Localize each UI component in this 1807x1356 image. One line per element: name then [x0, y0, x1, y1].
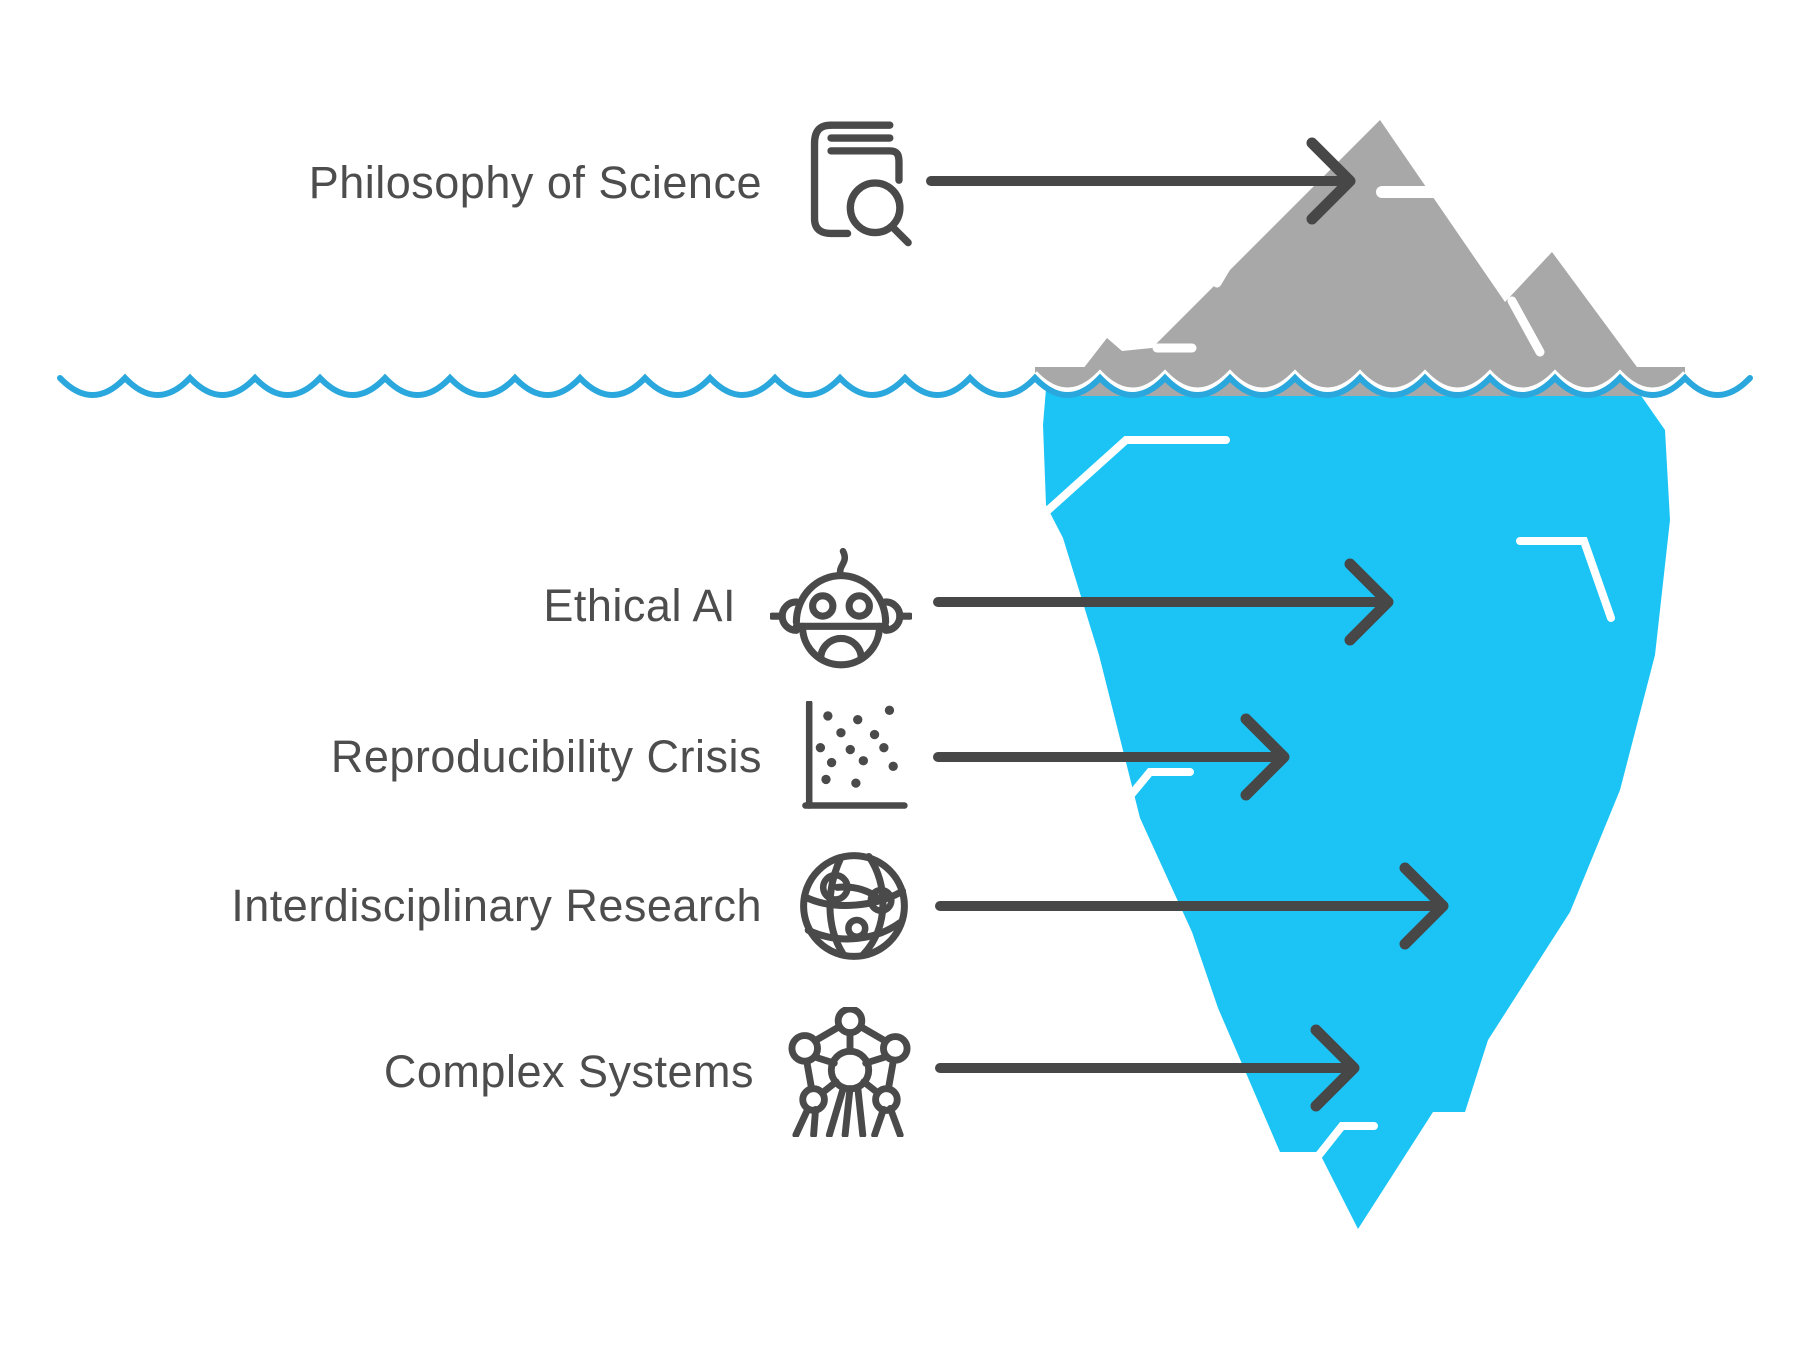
iceberg-underwater-body — [1043, 377, 1670, 1229]
label-row-complex-systems: Complex Systems — [0, 1007, 912, 1137]
crack-line-lower-left — [1117, 768, 1194, 811]
arrow-reproducibility-crisis — [933, 713, 1290, 801]
crack-line-bottom — [1315, 1122, 1378, 1159]
robot-icon — [770, 547, 912, 669]
globe-network-icon — [800, 852, 908, 960]
crack-line-tip-right — [1507, 296, 1545, 357]
water-line — [57, 373, 1753, 398]
crack-line-upper-left — [1042, 436, 1230, 516]
row-label: Philosophy of Science — [308, 157, 762, 209]
arrow-ethical-ai — [933, 558, 1394, 646]
network-structure-icon — [788, 1007, 911, 1137]
label-row-philosophy-of-science: Philosophy of Science — [0, 116, 912, 250]
crack-line-right — [1516, 537, 1615, 622]
book-search-icon — [810, 121, 912, 247]
label-row-reproducibility-crisis: Reproducibility Crisis — [0, 701, 912, 813]
row-label: Interdisciplinary Research — [231, 880, 762, 932]
scatter-plot-icon — [802, 701, 908, 809]
crack-line-tip-slope — [1212, 224, 1254, 288]
arrow-philosophy-of-science — [926, 137, 1356, 225]
row-label: Reproducibility Crisis — [330, 731, 762, 783]
row-label: Ethical AI — [543, 580, 736, 632]
label-row-ethical-ai: Ethical AI — [0, 541, 912, 671]
iceberg-tip — [1062, 120, 1648, 396]
waterline-highlight — [1033, 369, 1687, 393]
arrow-interdisciplinary-research — [935, 862, 1449, 950]
label-row-interdisciplinary-research: Interdisciplinary Research — [0, 850, 912, 962]
row-label: Complex Systems — [383, 1046, 754, 1098]
arrow-complex-systems — [935, 1024, 1360, 1112]
